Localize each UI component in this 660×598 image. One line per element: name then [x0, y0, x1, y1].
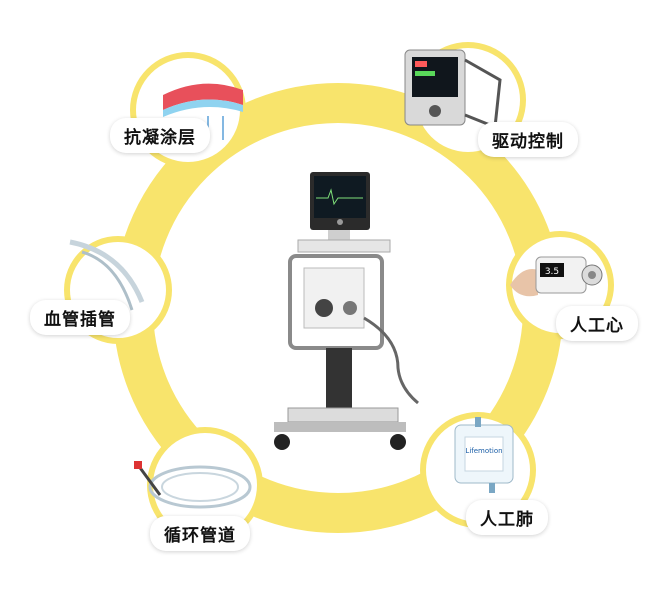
ecmo-cart-icon: [274, 172, 419, 450]
svg-text:Lifemotion: Lifemotion: [465, 447, 502, 455]
label-circulation-tubing: 循环管道: [150, 516, 250, 551]
cannula-icon: [69, 239, 145, 311]
svg-text:3.5: 3.5: [545, 267, 559, 277]
label-drive-control: 驱动控制: [478, 122, 578, 157]
label-artificial-lung: 人工肺: [466, 500, 548, 535]
control-console-icon: [404, 49, 502, 130]
label-artificial-heart: 人工心: [556, 306, 638, 341]
label-anticoagulant-coating: 抗凝涂层: [110, 118, 210, 153]
blood-pump-icon: 3.5: [510, 256, 603, 297]
label-vascular-cannula: 血管插管: [30, 300, 130, 335]
oxygenator-icon: Lifemotion: [454, 417, 514, 493]
tubing-circuit-icon: [134, 461, 252, 509]
